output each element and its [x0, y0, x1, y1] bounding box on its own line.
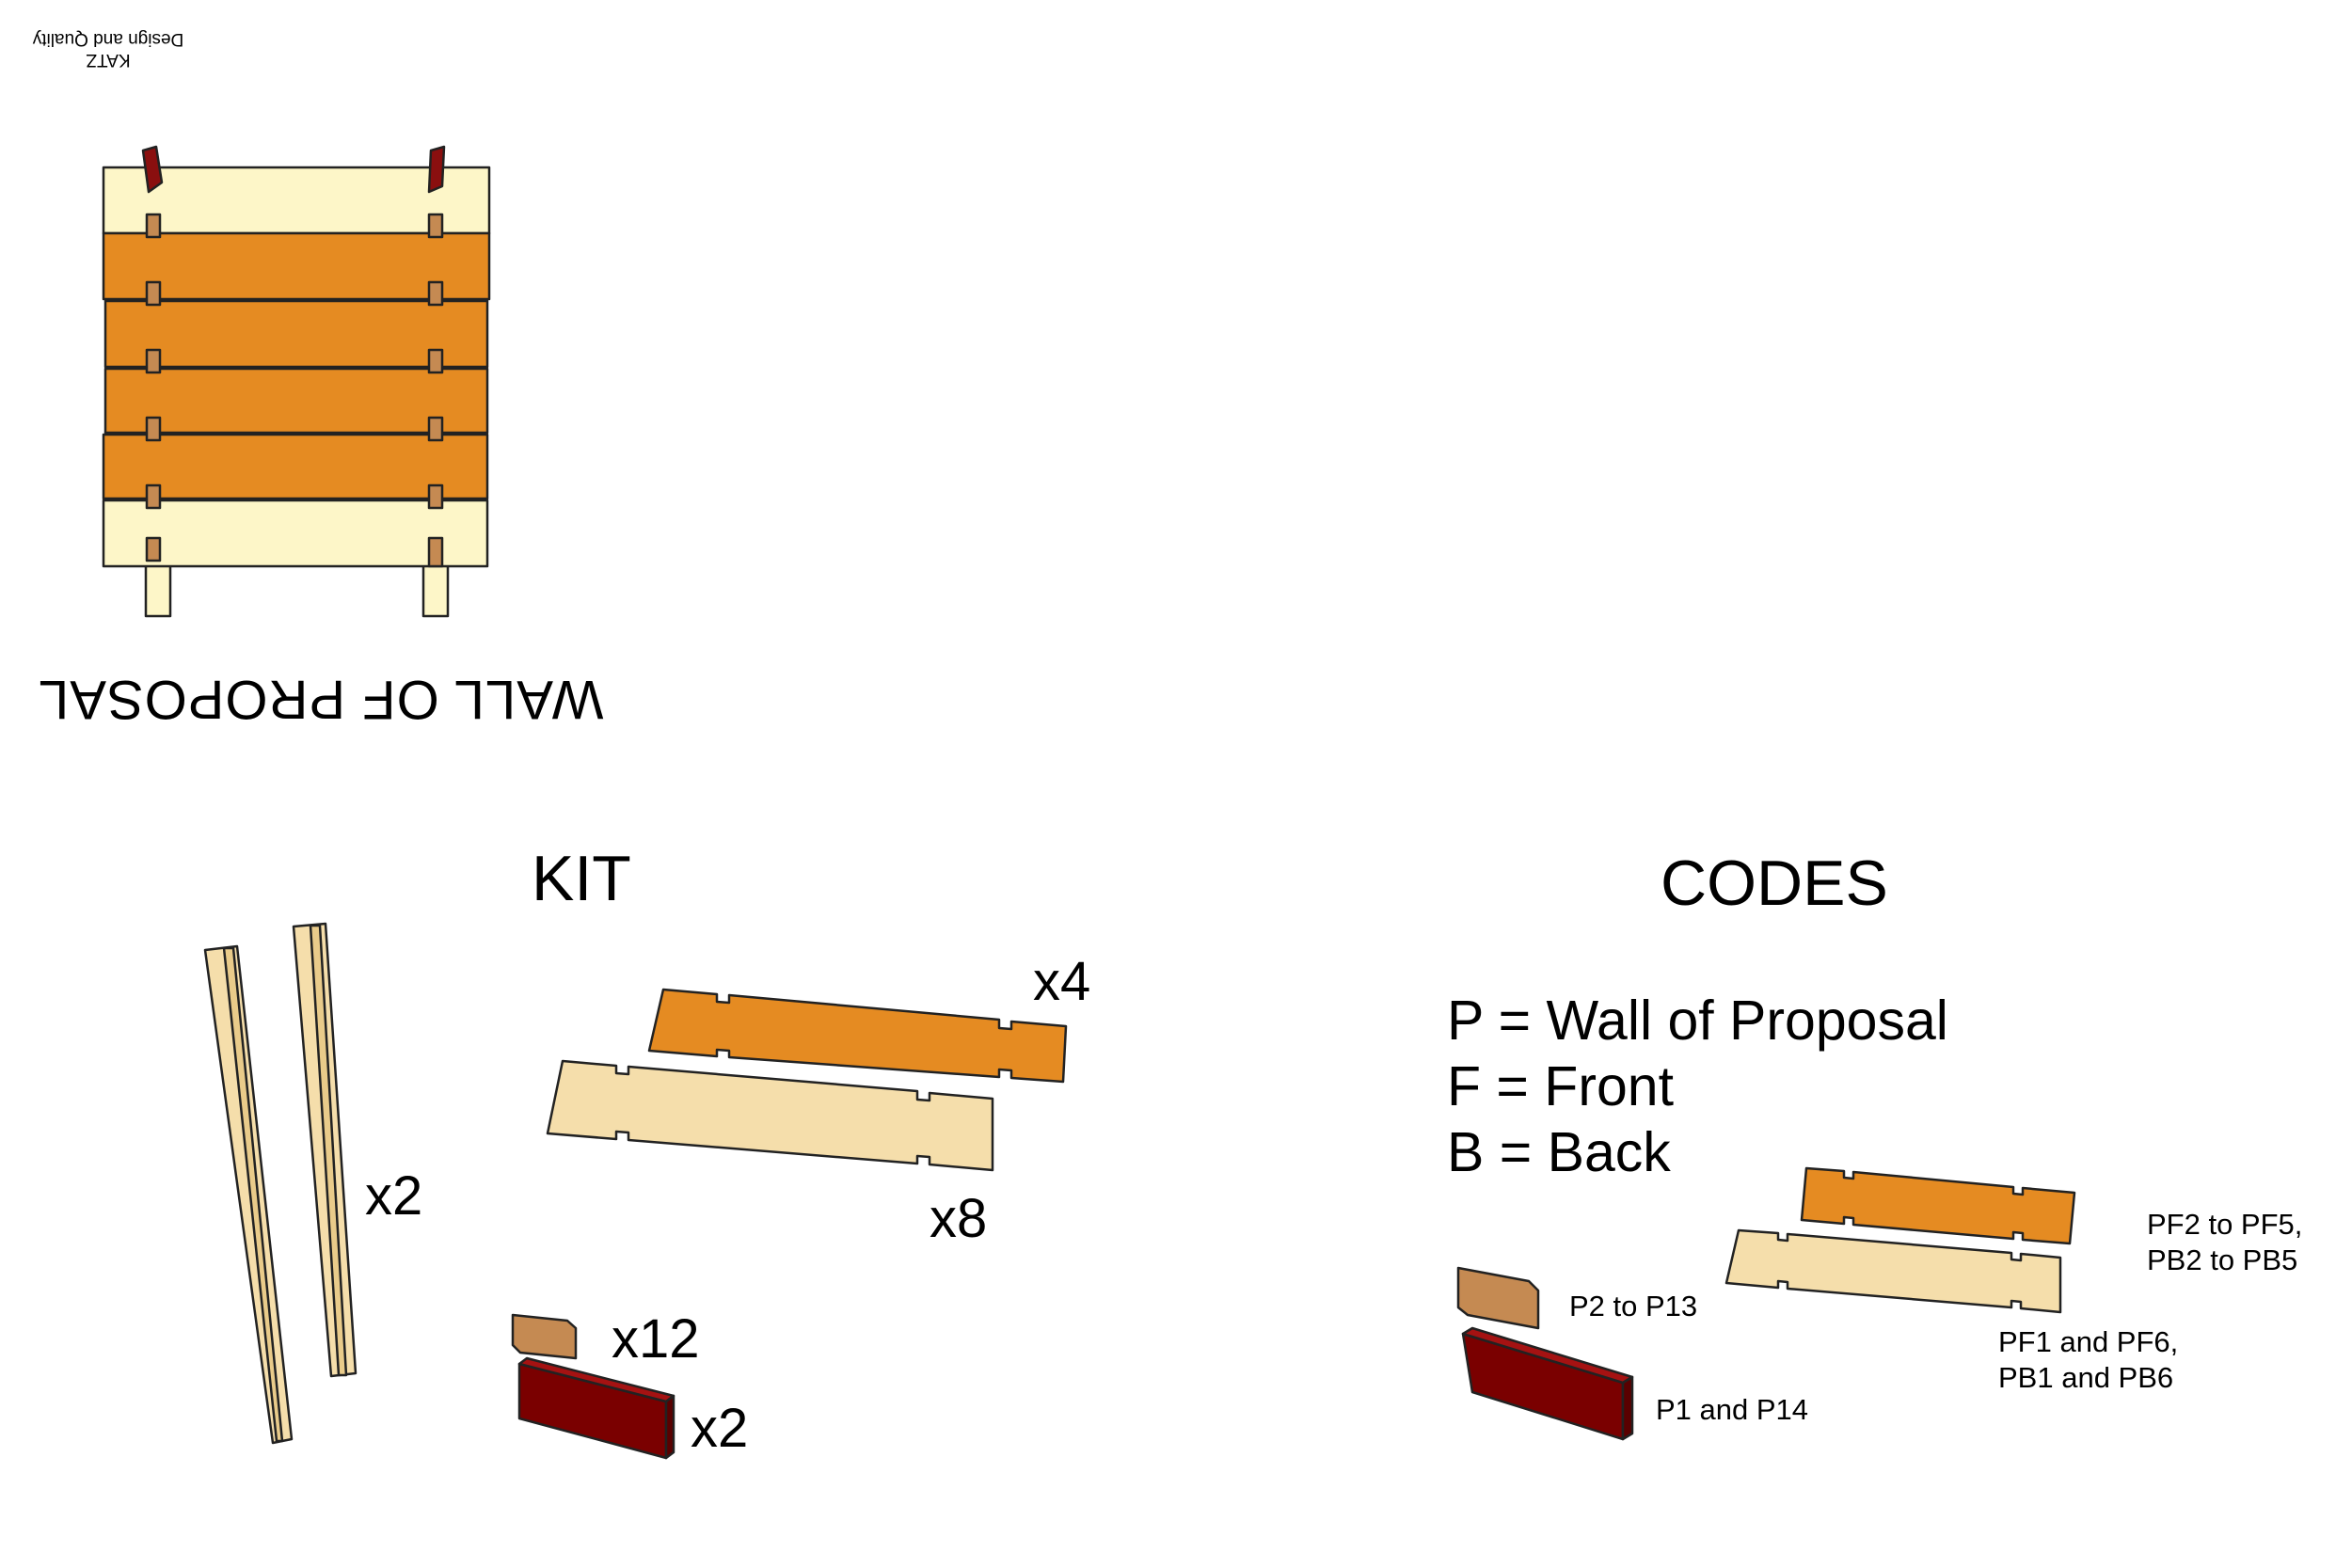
kit-post-left	[203, 944, 294, 1445]
wall-plank-top	[102, 166, 491, 235]
wall-title: WALL OF PROPOSAL	[38, 669, 604, 730]
assembled-wall	[102, 145, 491, 618]
legend-line-p: P = Wall of Proposal	[1447, 990, 1948, 1052]
kit-posts	[203, 922, 358, 1445]
kit-small-block	[511, 1313, 578, 1360]
legend-line-f: F = Front	[1447, 1055, 1674, 1117]
codes-title: CODES	[1661, 847, 1888, 919]
wall-top-block-right	[427, 145, 446, 194]
codes-light-plank	[1724, 1228, 2062, 1314]
codes-legend: P = Wall of Proposal F = Front B = Back	[1447, 988, 1948, 1185]
dark-plank-code-line-1: PF2 to PF5,	[2147, 1208, 2303, 1241]
kit-small-block-qty: x12	[612, 1308, 700, 1370]
wall-plank-4	[103, 367, 489, 435]
legend-line-b: B = Back	[1447, 1121, 1671, 1183]
kit-light-plank	[546, 1059, 994, 1172]
long-block-code: P1 and P14	[1656, 1393, 1809, 1426]
codes-dark-plank	[1800, 1166, 2076, 1245]
wall-plank-5	[102, 433, 489, 500]
codes-small-block	[1456, 1266, 1540, 1330]
wall-plank-2	[102, 231, 491, 301]
kit-long-block-qty: x2	[691, 1398, 749, 1459]
small-block-code: P2 to P13	[1569, 1290, 1698, 1323]
light-plank-code: PF1 and PF6, PB1 and PB6	[1998, 1324, 2178, 1396]
dark-plank-code: PF2 to PF5, PB2 to PB5	[2147, 1207, 2302, 1278]
light-plank-code-line-1: PF1 and PF6,	[1998, 1325, 2179, 1358]
kit-light-plank-qty: x8	[930, 1188, 988, 1249]
kit-posts-qty: x2	[365, 1165, 423, 1227]
dark-plank-code-line-2: PB2 to PB5	[2147, 1243, 2298, 1276]
wall-plank-3	[103, 299, 489, 369]
wall-plank-bottom	[102, 499, 489, 568]
kit-title: KIT	[532, 843, 631, 914]
wall-top-block-left	[141, 145, 164, 194]
kit-dark-plank-qty: x4	[1033, 951, 1091, 1012]
kit-dark-plank	[647, 988, 1068, 1084]
light-plank-code-line-2: PB1 and PB6	[1998, 1361, 2174, 1394]
